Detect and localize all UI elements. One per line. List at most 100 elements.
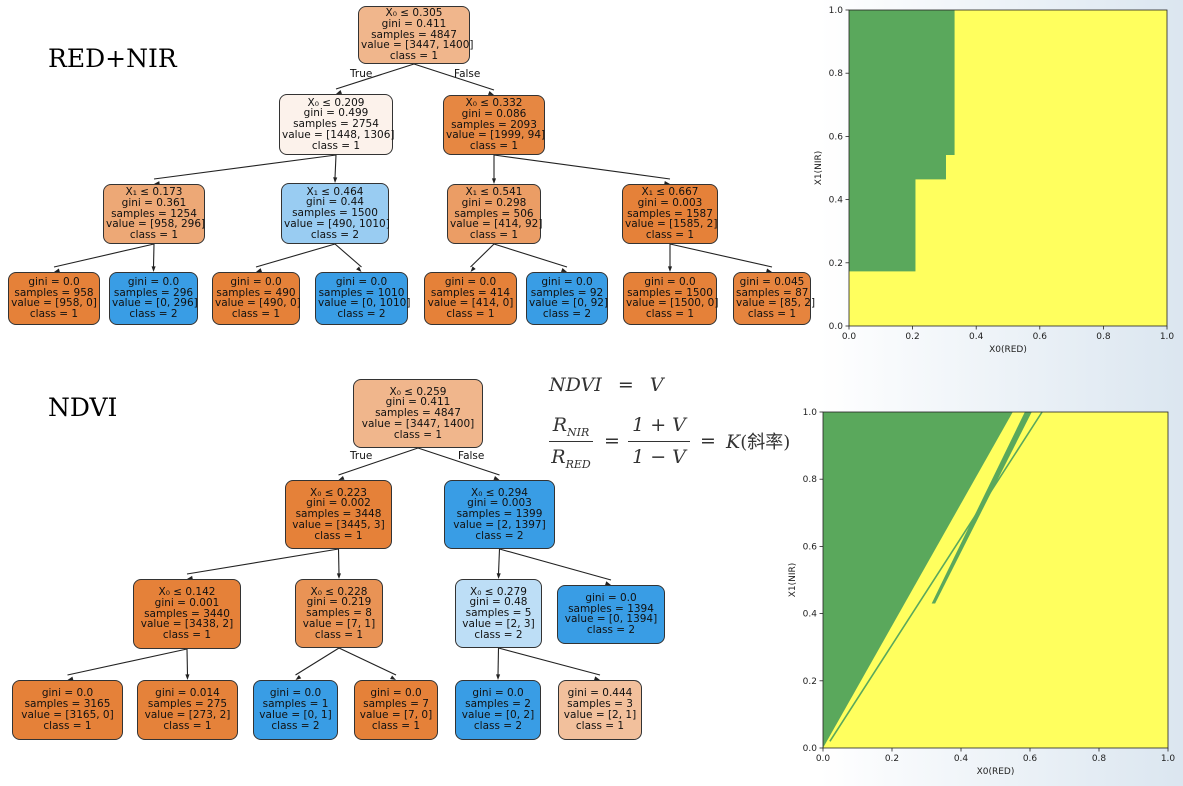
class2-region — [849, 10, 955, 272]
x-tick-label: 0.8 — [1096, 332, 1111, 342]
tree-edge-arrowhead — [295, 675, 302, 680]
y-tick-label: 1.0 — [829, 6, 844, 16]
tree-edge-arrowhead — [338, 475, 345, 480]
tree-edge-arrowhead — [470, 266, 476, 272]
tree-node-line: value = [0, 1] — [259, 708, 332, 721]
tree-node-line: samples = 8 — [306, 607, 372, 620]
tree-node-line: gini = 0.499 — [303, 107, 369, 120]
tree-node-line: X₀ ≤ 0.259 — [389, 385, 447, 398]
formula-frac-num: 1 + V — [632, 414, 686, 436]
tree-edge-arrowhead — [605, 581, 611, 586]
tree-edge — [255, 243, 336, 268]
y-axis-label: X1(NIR) — [788, 563, 798, 598]
tree-node-line: class = 2 — [129, 308, 178, 321]
tree-edge — [152, 243, 155, 268]
tree-edge-arrowhead — [151, 266, 156, 272]
edge-label-false: False — [458, 450, 485, 462]
class2-region — [823, 412, 1013, 748]
tree-node-line: class = 1 — [371, 719, 421, 732]
tree-node-line: gini = 0.361 — [121, 196, 187, 209]
tree-node-line: class = 2 — [474, 628, 523, 641]
tree-edge-arrowhead — [336, 90, 342, 94]
tree-node-line: gini = 0.0 — [41, 687, 94, 700]
tree-node-line: class = 2 — [542, 308, 592, 321]
tree-node-line: X₀ ≤ 0.294 — [471, 486, 528, 499]
tree-node-line: gini = 0.0 — [28, 275, 80, 288]
tree-node-line: samples = 1 — [262, 698, 329, 711]
tree-node-line: value = [3447, 1400] — [361, 417, 475, 430]
tree-edge-arrowhead — [766, 268, 772, 273]
tree-node-line: class = 1 — [29, 308, 79, 321]
tree-node-line: class = 2 — [586, 624, 636, 637]
tree-node-line: class = 1 — [314, 529, 363, 542]
tree-node-line: gini = 0.0 — [230, 275, 282, 288]
tree-node-line: gini = 0.48 — [469, 596, 528, 609]
tree-edge — [337, 548, 340, 575]
tree-edge — [338, 447, 419, 476]
tree-node-line: class = 2 — [475, 529, 524, 542]
tree-node-line: samples = 1500 — [292, 207, 378, 220]
tree-node-line: class = 1 — [389, 50, 439, 63]
tree-edge-arrowhead — [493, 476, 500, 480]
tree-node-line: X₀ ≤ 0.279 — [470, 585, 527, 598]
tree-node-line: gini = 0.003 — [637, 196, 703, 209]
formula-ndvi: NDVI — [549, 374, 602, 396]
x-tick-label: 0.8 — [1092, 754, 1107, 764]
tree-node-line: value = [0, 296] — [112, 297, 198, 310]
tree-node-line: value = [7, 1] — [302, 617, 376, 630]
tree-node-line: gini = 0.003 — [467, 497, 532, 510]
formula-k-note: (斜率) — [740, 432, 791, 453]
tree-edge — [335, 63, 415, 90]
tree-node-line: value = [490, 1010] — [284, 217, 390, 230]
tree-rednir-edges — [53, 63, 773, 273]
tree-edge-arrowhead — [185, 674, 190, 680]
formula-equals: = — [617, 374, 634, 396]
x-tick-label: 0.6 — [1023, 754, 1038, 764]
decision-plot-rednir: 0.00.00.20.20.40.40.60.60.80.81.01.0X0(R… — [814, 6, 1174, 355]
tree-node-line: gini = 0.045 — [739, 275, 805, 288]
tree-node-line: gini = 0.219 — [306, 596, 372, 609]
tree-edge-arrowhead — [187, 575, 193, 580]
edge-label-false: False — [454, 68, 481, 80]
tree-node-line: class = 2 — [271, 719, 320, 732]
tree-node-line: class = 1 — [469, 229, 519, 242]
tree-node-line: samples = 958 — [14, 286, 94, 299]
tree-edge-arrowhead — [356, 266, 362, 272]
tree-node-line: gini = 0.411 — [381, 17, 447, 30]
tree-node-line: class = 1 — [446, 308, 495, 321]
x-tick-label: 0.0 — [842, 332, 857, 342]
tree-edge — [498, 647, 601, 676]
tree-node-line: gini = 0.298 — [461, 196, 527, 209]
tree-node-line: value = [273, 2] — [144, 708, 231, 721]
tree-node-line: class = 1 — [163, 719, 212, 732]
tree-edge — [417, 447, 500, 476]
tree-node-line: gini = 0.0 — [370, 687, 422, 700]
tree-node-line: value = [3165, 0] — [21, 708, 114, 721]
y-tick-label: 0.8 — [829, 69, 844, 79]
tree-node-line: samples = 506 — [454, 207, 534, 220]
tree-edge — [186, 648, 189, 676]
tree-node-line: class = 1 — [43, 719, 92, 732]
tree-node-line: samples = 3440 — [144, 607, 230, 620]
tree-node-line: value = [1448, 1306] — [282, 128, 395, 141]
tree-edge — [53, 243, 155, 268]
tree-node-line: samples = 3 — [567, 698, 633, 711]
x-tick-label: 0.2 — [905, 332, 919, 342]
tree-node-line: samples = 296 — [113, 286, 194, 299]
tree-node-line: gini = 0.014 — [155, 687, 220, 700]
tree-edge-arrowhead — [561, 268, 567, 272]
panel-title-ndvi: NDVI — [48, 393, 118, 422]
tree-edge-arrowhead — [667, 266, 673, 272]
